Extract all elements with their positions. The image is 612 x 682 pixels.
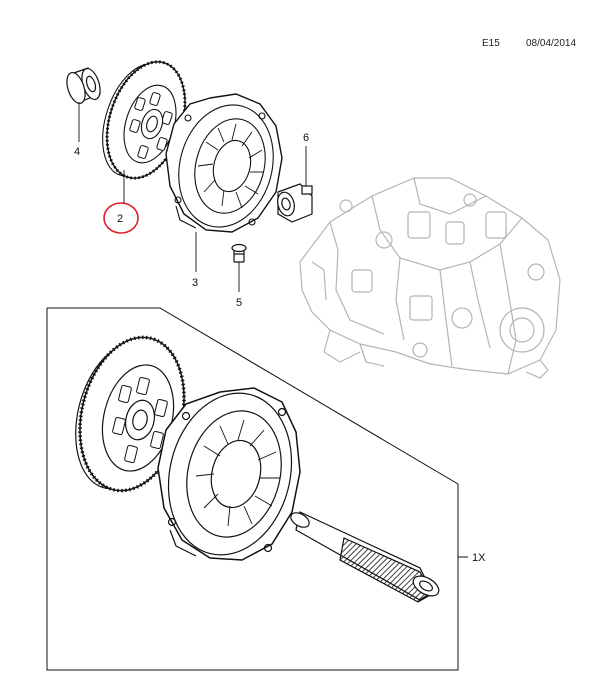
pilot-bearing [66,67,101,105]
kit-alignment-tool [290,511,440,603]
highlight-ring [103,202,139,234]
callout-6: 6 [303,132,309,144]
release-bearing [277,183,313,223]
callout-3: 3 [192,277,198,289]
bolt [231,243,247,263]
leader-lines [78,102,307,292]
kit-pressure-plate [157,387,301,561]
transmission-housing [299,177,561,379]
clutch-disc [102,60,187,180]
callout-2: 2 [117,213,123,225]
callout-4: 4 [74,146,80,158]
kit-clutch-disc [75,335,186,493]
callout-5: 5 [236,297,242,309]
pressure-plate [165,93,283,233]
diagram-date: 08/04/2014 [526,38,577,49]
diagram-code: E15 [482,38,500,49]
kit-qty-label: 1X [472,552,486,564]
kit-outline [46,307,459,671]
